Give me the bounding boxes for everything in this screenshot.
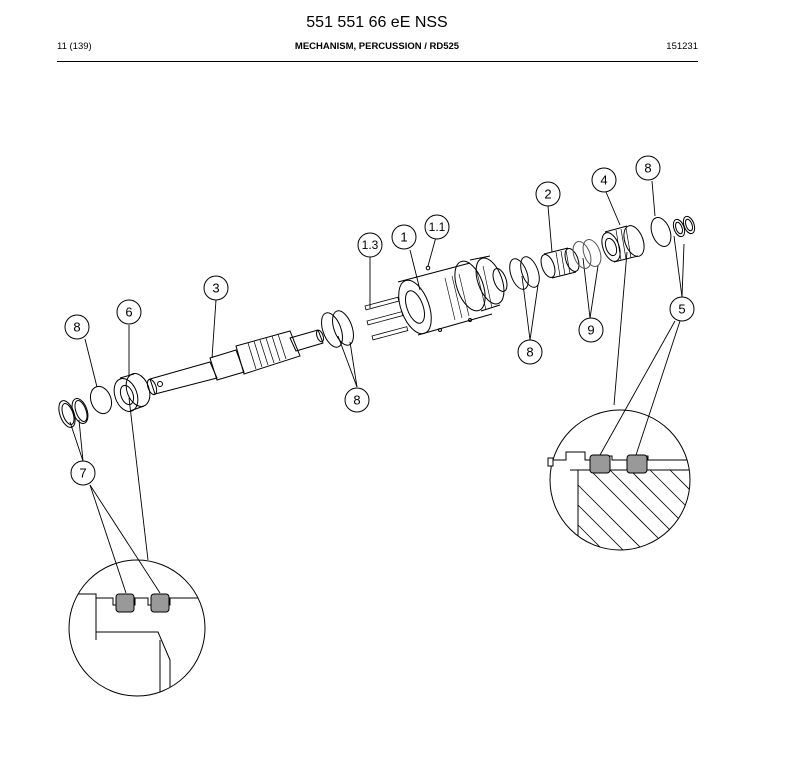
callout-6: 5 [669, 296, 695, 322]
callout-label: 7 [79, 466, 86, 481]
callout-label: 9 [587, 323, 594, 338]
callout-8-top-right: 8 [635, 155, 661, 181]
page-number: 11 (139) [57, 41, 92, 52]
callout-7: 7 [70, 460, 96, 486]
callout-8-middle: 8 [344, 387, 370, 413]
callout-label: 1.3 [362, 238, 379, 252]
leader-lines [69, 180, 685, 594]
callout-label: 2 [544, 187, 551, 202]
callout-8-left: 8 [64, 314, 90, 340]
callout-2: 2 [535, 181, 561, 207]
part-1-cylinder [397, 255, 508, 336]
callout-9: 9 [578, 317, 604, 343]
callout-label: 5 [678, 302, 685, 317]
part-4-housing [601, 225, 645, 263]
callout-1-1: 1.1 [424, 214, 450, 240]
detail-circle-right [547, 409, 691, 551]
callout-8-right-middle: 8 [517, 339, 543, 365]
callout-1-3: 1.3 [357, 232, 383, 258]
header-rule [57, 61, 698, 62]
callout-label: 1 [400, 230, 407, 245]
callout-label: 8 [353, 393, 360, 408]
part-1-3-pins [364, 296, 409, 341]
callout-1: 1 [391, 224, 417, 250]
middle-o-rings [321, 310, 354, 348]
document-title: 551 551 66 eE NSS [306, 14, 448, 31]
callout-label: 4 [600, 173, 607, 188]
callout-3: 3 [203, 275, 229, 301]
detail-circle-left [68, 559, 206, 697]
right-seals [650, 215, 696, 247]
section-title: MECHANISM, PERCUSSION / RD525 [294, 41, 460, 52]
part-5-guide [113, 373, 151, 412]
callout-5: 6 [116, 299, 142, 325]
callout-label: 8 [73, 320, 80, 335]
callout-label: 8 [644, 161, 651, 176]
callout-4: 4 [591, 167, 617, 193]
part-9-rings [572, 239, 602, 269]
right-middle-o-rings [509, 256, 540, 290]
callout-label: 8 [526, 345, 533, 360]
part-2-sleeve [540, 247, 580, 279]
callouts: 8 6 3 1.3 1 1.1 8 2 [64, 155, 695, 486]
left-seals [58, 385, 113, 428]
callout-label: 3 [212, 281, 219, 296]
callout-label: 6 [125, 305, 132, 320]
document-code: 151231 [666, 41, 698, 52]
callout-label: 1.1 [429, 220, 446, 234]
part-3-piston [146, 329, 324, 396]
